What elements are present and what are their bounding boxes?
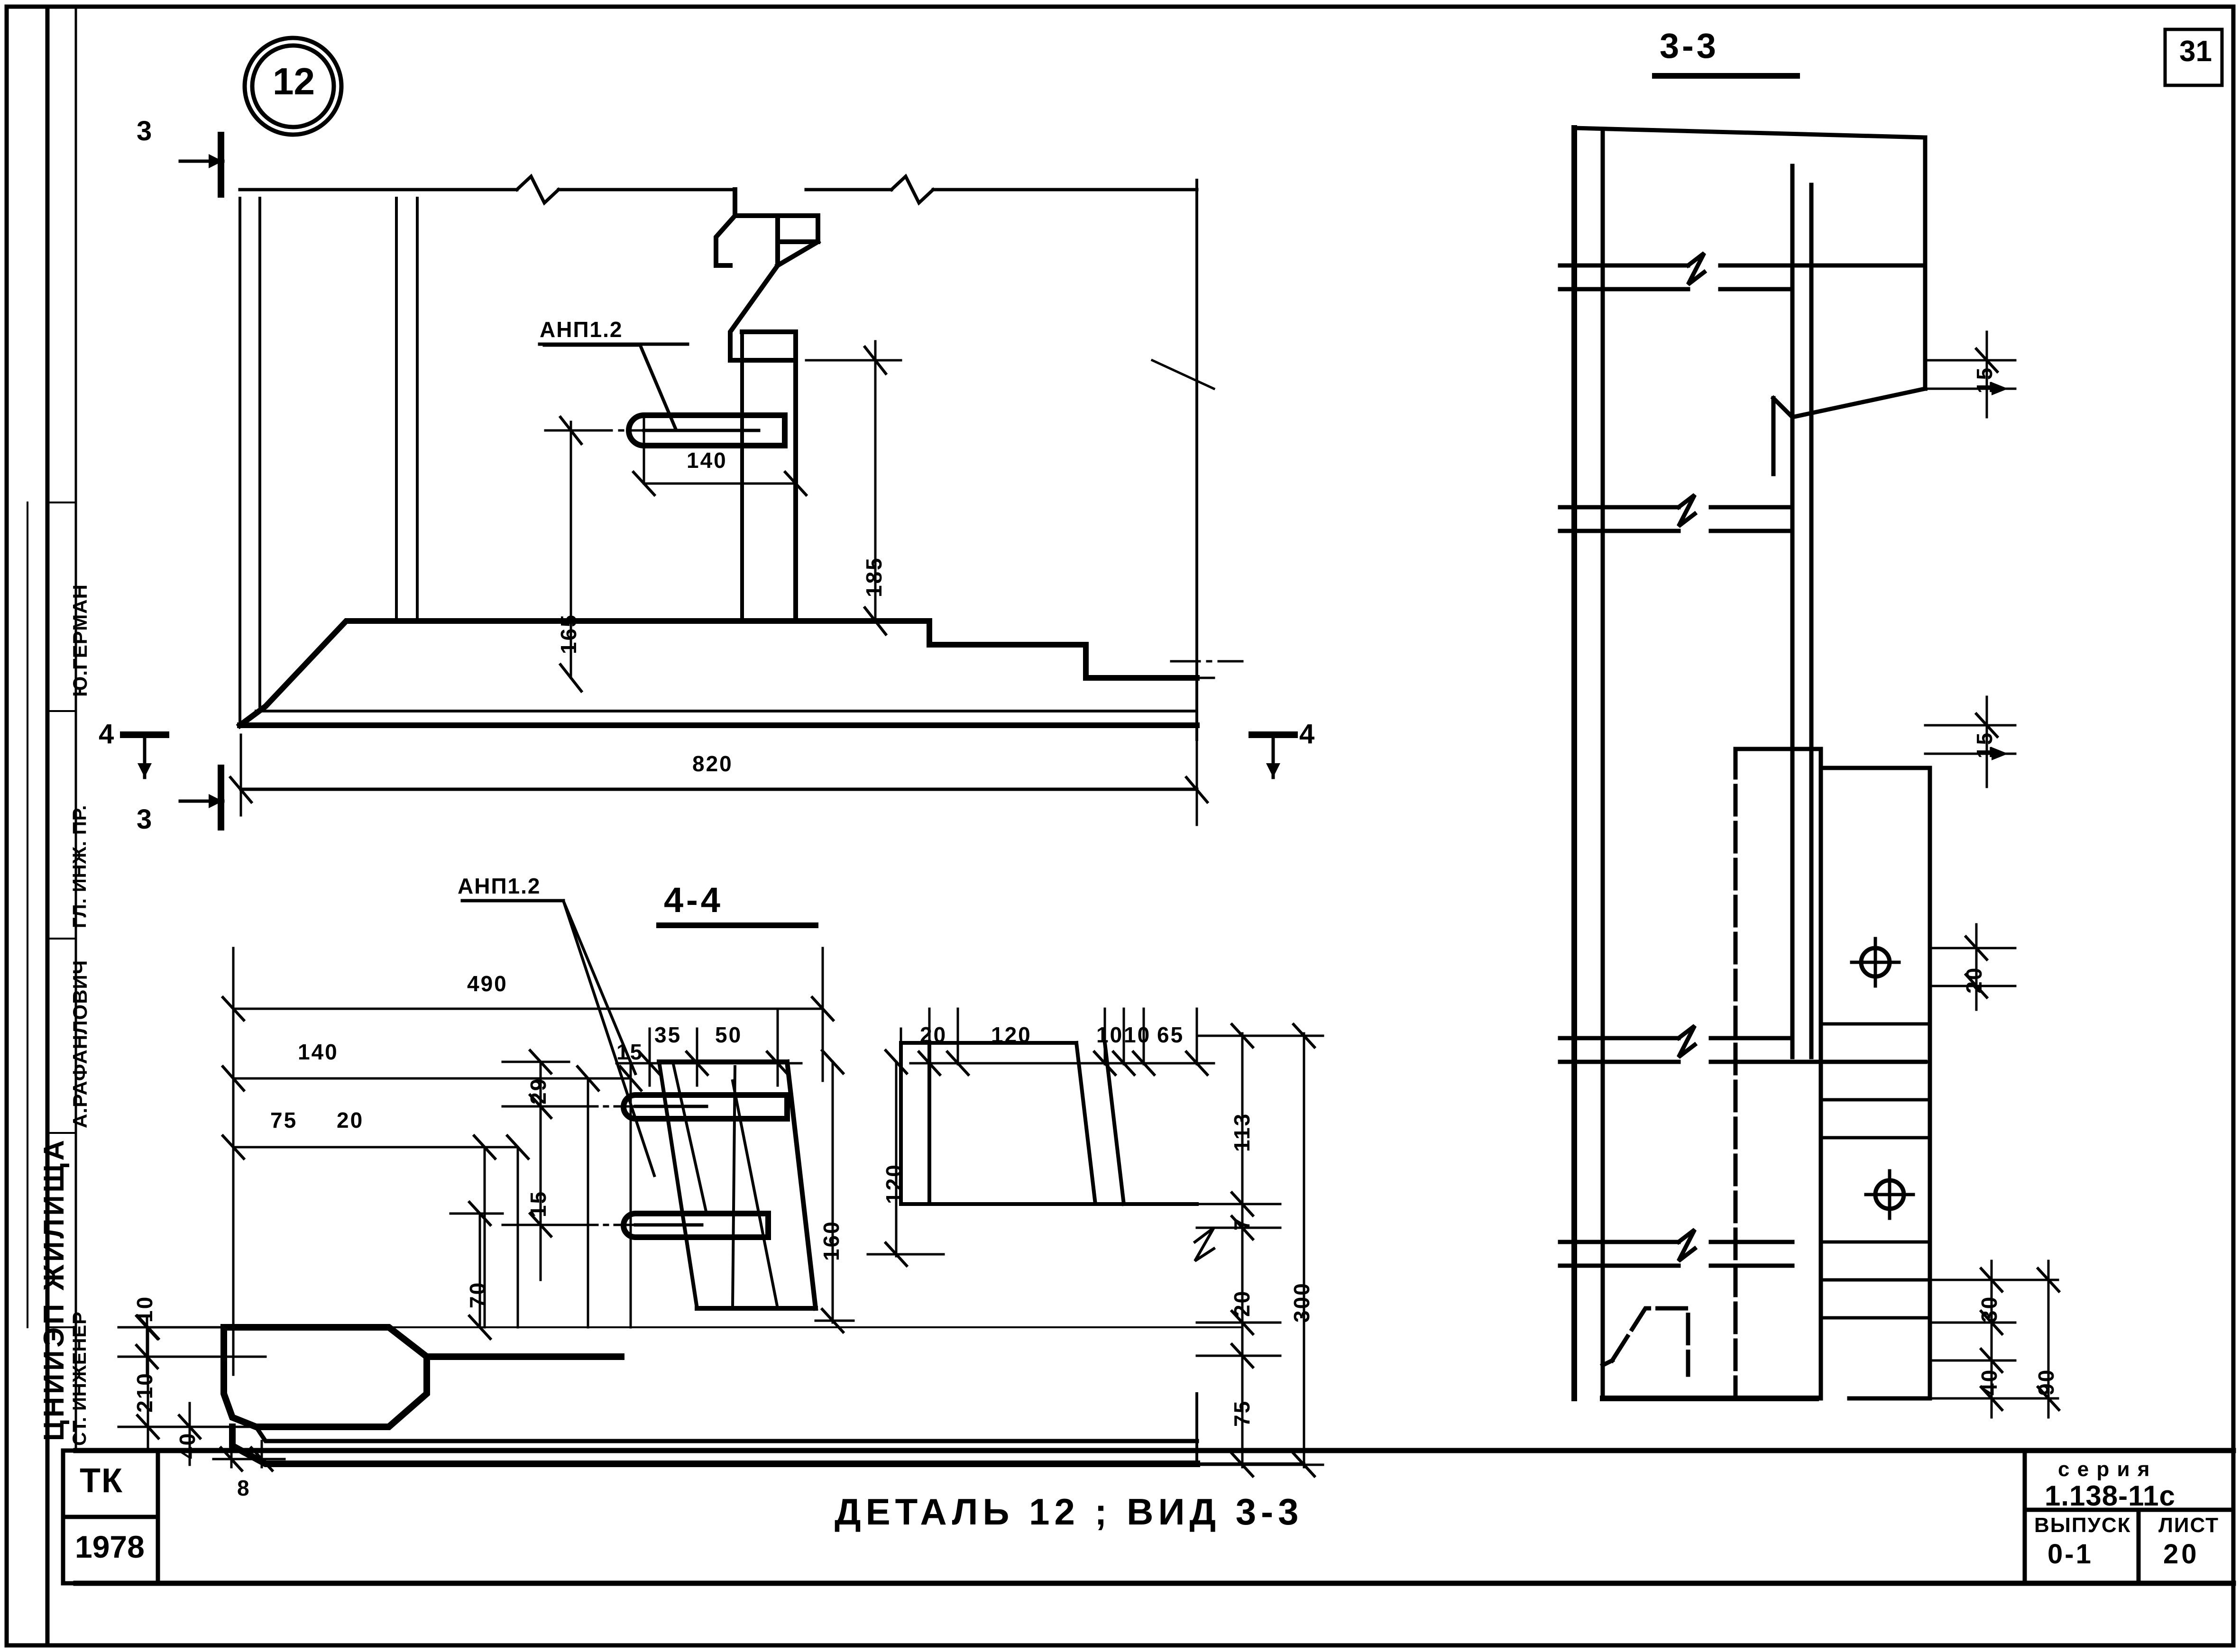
detail-bubble-number: 12	[273, 60, 315, 102]
dim-15-33-a: 15	[1972, 366, 1997, 393]
section-mark-4-left: 4	[99, 719, 116, 749]
section-mark-3-top: 3	[137, 116, 154, 146]
signer-role-1: ГЛ. ИНЖ. ПР.	[69, 804, 90, 928]
dim-120-top: 120	[991, 1022, 1032, 1047]
sheet-label: ЛИСТ	[2158, 1514, 2220, 1537]
dim-15-sec: 15	[616, 1040, 644, 1064]
dim-20-v: 20	[1230, 1289, 1254, 1317]
dim-8: 8	[237, 1476, 251, 1500]
dim-185: 185	[862, 557, 886, 597]
dim-29: 29	[526, 1077, 551, 1104]
dim-113: 113	[1230, 1112, 1254, 1152]
dim-20-sec: 20	[337, 1108, 364, 1132]
dim-120-v: 120	[881, 1163, 906, 1204]
dim-20-33: 20	[1962, 966, 1986, 994]
dim-65: 65	[1157, 1022, 1184, 1047]
organisation-name: ЦНИИЭП ЖИЛИЩА	[38, 1137, 70, 1441]
section-mark-4-right: 4	[1299, 719, 1316, 749]
series-label: с е р и я	[2058, 1458, 2151, 1481]
dim-20-top: 20	[920, 1022, 947, 1047]
page-number: 31	[2179, 35, 2212, 68]
dim-7: 7	[1230, 1217, 1254, 1231]
dim-10-a: 10	[1096, 1022, 1124, 1047]
dim-10-b: 10	[1124, 1022, 1151, 1047]
series-value: 1.138-11с	[2045, 1480, 2176, 1512]
sheet-value: 20	[2163, 1539, 2200, 1570]
signer-role-2: СТ. ИНЖЕНЕР	[69, 1311, 90, 1446]
stamp-year: 1978	[75, 1529, 145, 1564]
dim-140-plan: 140	[687, 448, 727, 473]
dim-15-v: 15	[526, 1190, 551, 1217]
dim-490: 490	[467, 971, 508, 996]
dim-75-v: 75	[1230, 1399, 1254, 1427]
dim-75-sec: 75	[270, 1108, 298, 1132]
dim-50: 50	[715, 1022, 743, 1047]
dim-210: 210	[132, 1372, 157, 1413]
dim-40-33: 40	[1977, 1368, 2001, 1396]
mark-anp-plan: АНП1.2	[540, 317, 623, 342]
dim-70: 70	[465, 1281, 490, 1308]
signer-name-2: А.РАФАНЛОВИЧ	[69, 959, 91, 1128]
stamp-code: ТК	[80, 1462, 123, 1500]
dim-10-left: 10	[132, 1295, 157, 1323]
sheet-title: ДЕТАЛЬ 12 ; ВИД 3-3	[835, 1491, 1304, 1533]
mark-anp-section: АНП1.2	[458, 874, 541, 898]
signer-name-1: Ю.ГЕРМАН	[69, 584, 91, 697]
dim-30-33: 30	[1977, 1295, 2001, 1323]
section-mark-3-bottom: 3	[137, 804, 154, 835]
dim-300: 300	[1289, 1282, 1314, 1323]
dim-140-sec: 140	[298, 1040, 339, 1064]
dim-820: 820	[692, 751, 733, 776]
issue-label: ВЫПУСК	[2034, 1514, 2131, 1537]
dim-90-33: 90	[2034, 1368, 2058, 1396]
dim-15-33-b: 15	[1972, 731, 1997, 758]
section-title-4-4: 4-4	[664, 880, 723, 920]
dim-35: 35	[654, 1022, 682, 1047]
section-title-3-3: 3-3	[1660, 26, 1719, 65]
dim-160: 160	[819, 1220, 844, 1261]
dim-165: 165	[556, 613, 581, 654]
dim-40-left: 40	[175, 1432, 200, 1459]
issue-value: 0-1	[2047, 1539, 2093, 1570]
